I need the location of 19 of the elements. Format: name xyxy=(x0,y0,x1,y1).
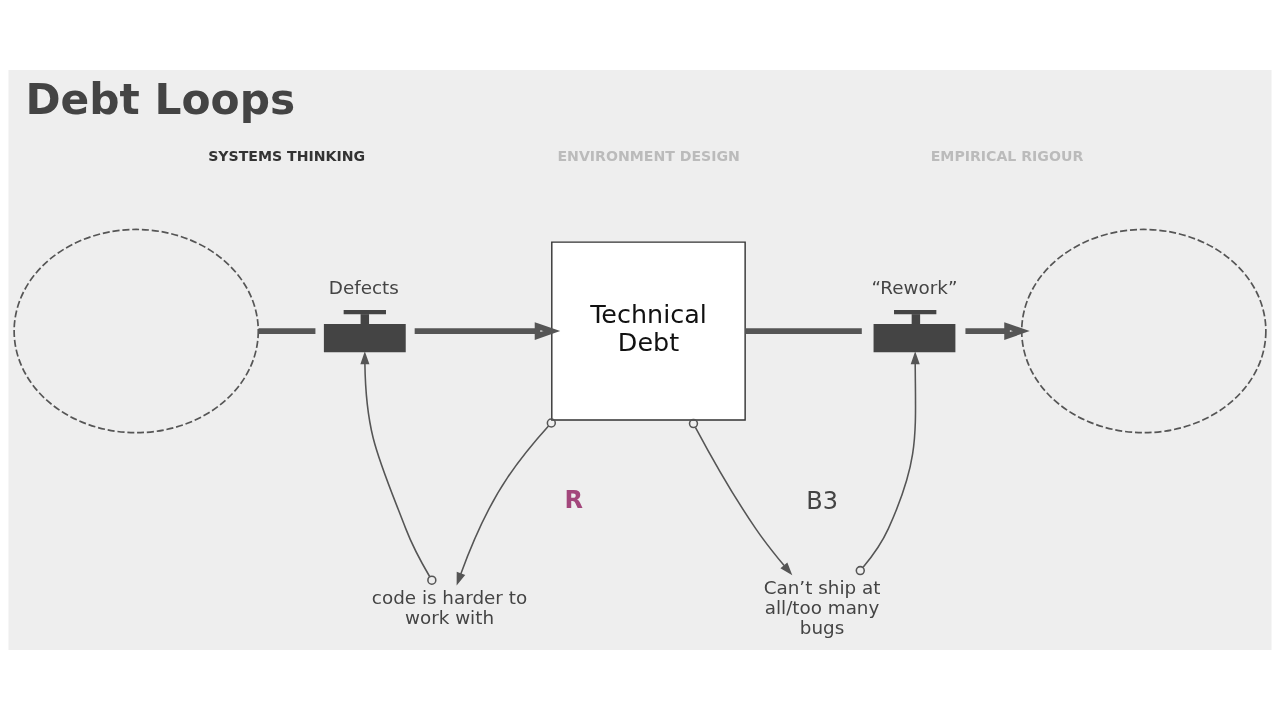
label: R xyxy=(564,485,583,514)
arrow xyxy=(414,322,561,340)
arrow xyxy=(965,322,1030,340)
node-text: Can’t ship at all/too many bugs xyxy=(763,577,881,638)
arrow xyxy=(360,351,437,585)
arrow xyxy=(688,418,793,576)
node-box: Technical Debt xyxy=(551,241,746,421)
node-cloud xyxy=(13,228,260,434)
node-label: “Rework” xyxy=(871,276,958,298)
label: SYSTEMS THINKING xyxy=(208,148,366,165)
arrow xyxy=(456,418,557,586)
node-label: Defects xyxy=(328,276,399,298)
diagram-title: Debt Loops xyxy=(25,74,296,124)
arrow xyxy=(855,351,920,576)
connector xyxy=(745,328,862,334)
node-text: code is harder to work with xyxy=(371,587,528,628)
node-cloud xyxy=(1020,228,1267,434)
label: B3 xyxy=(806,487,838,516)
connector xyxy=(258,328,316,334)
